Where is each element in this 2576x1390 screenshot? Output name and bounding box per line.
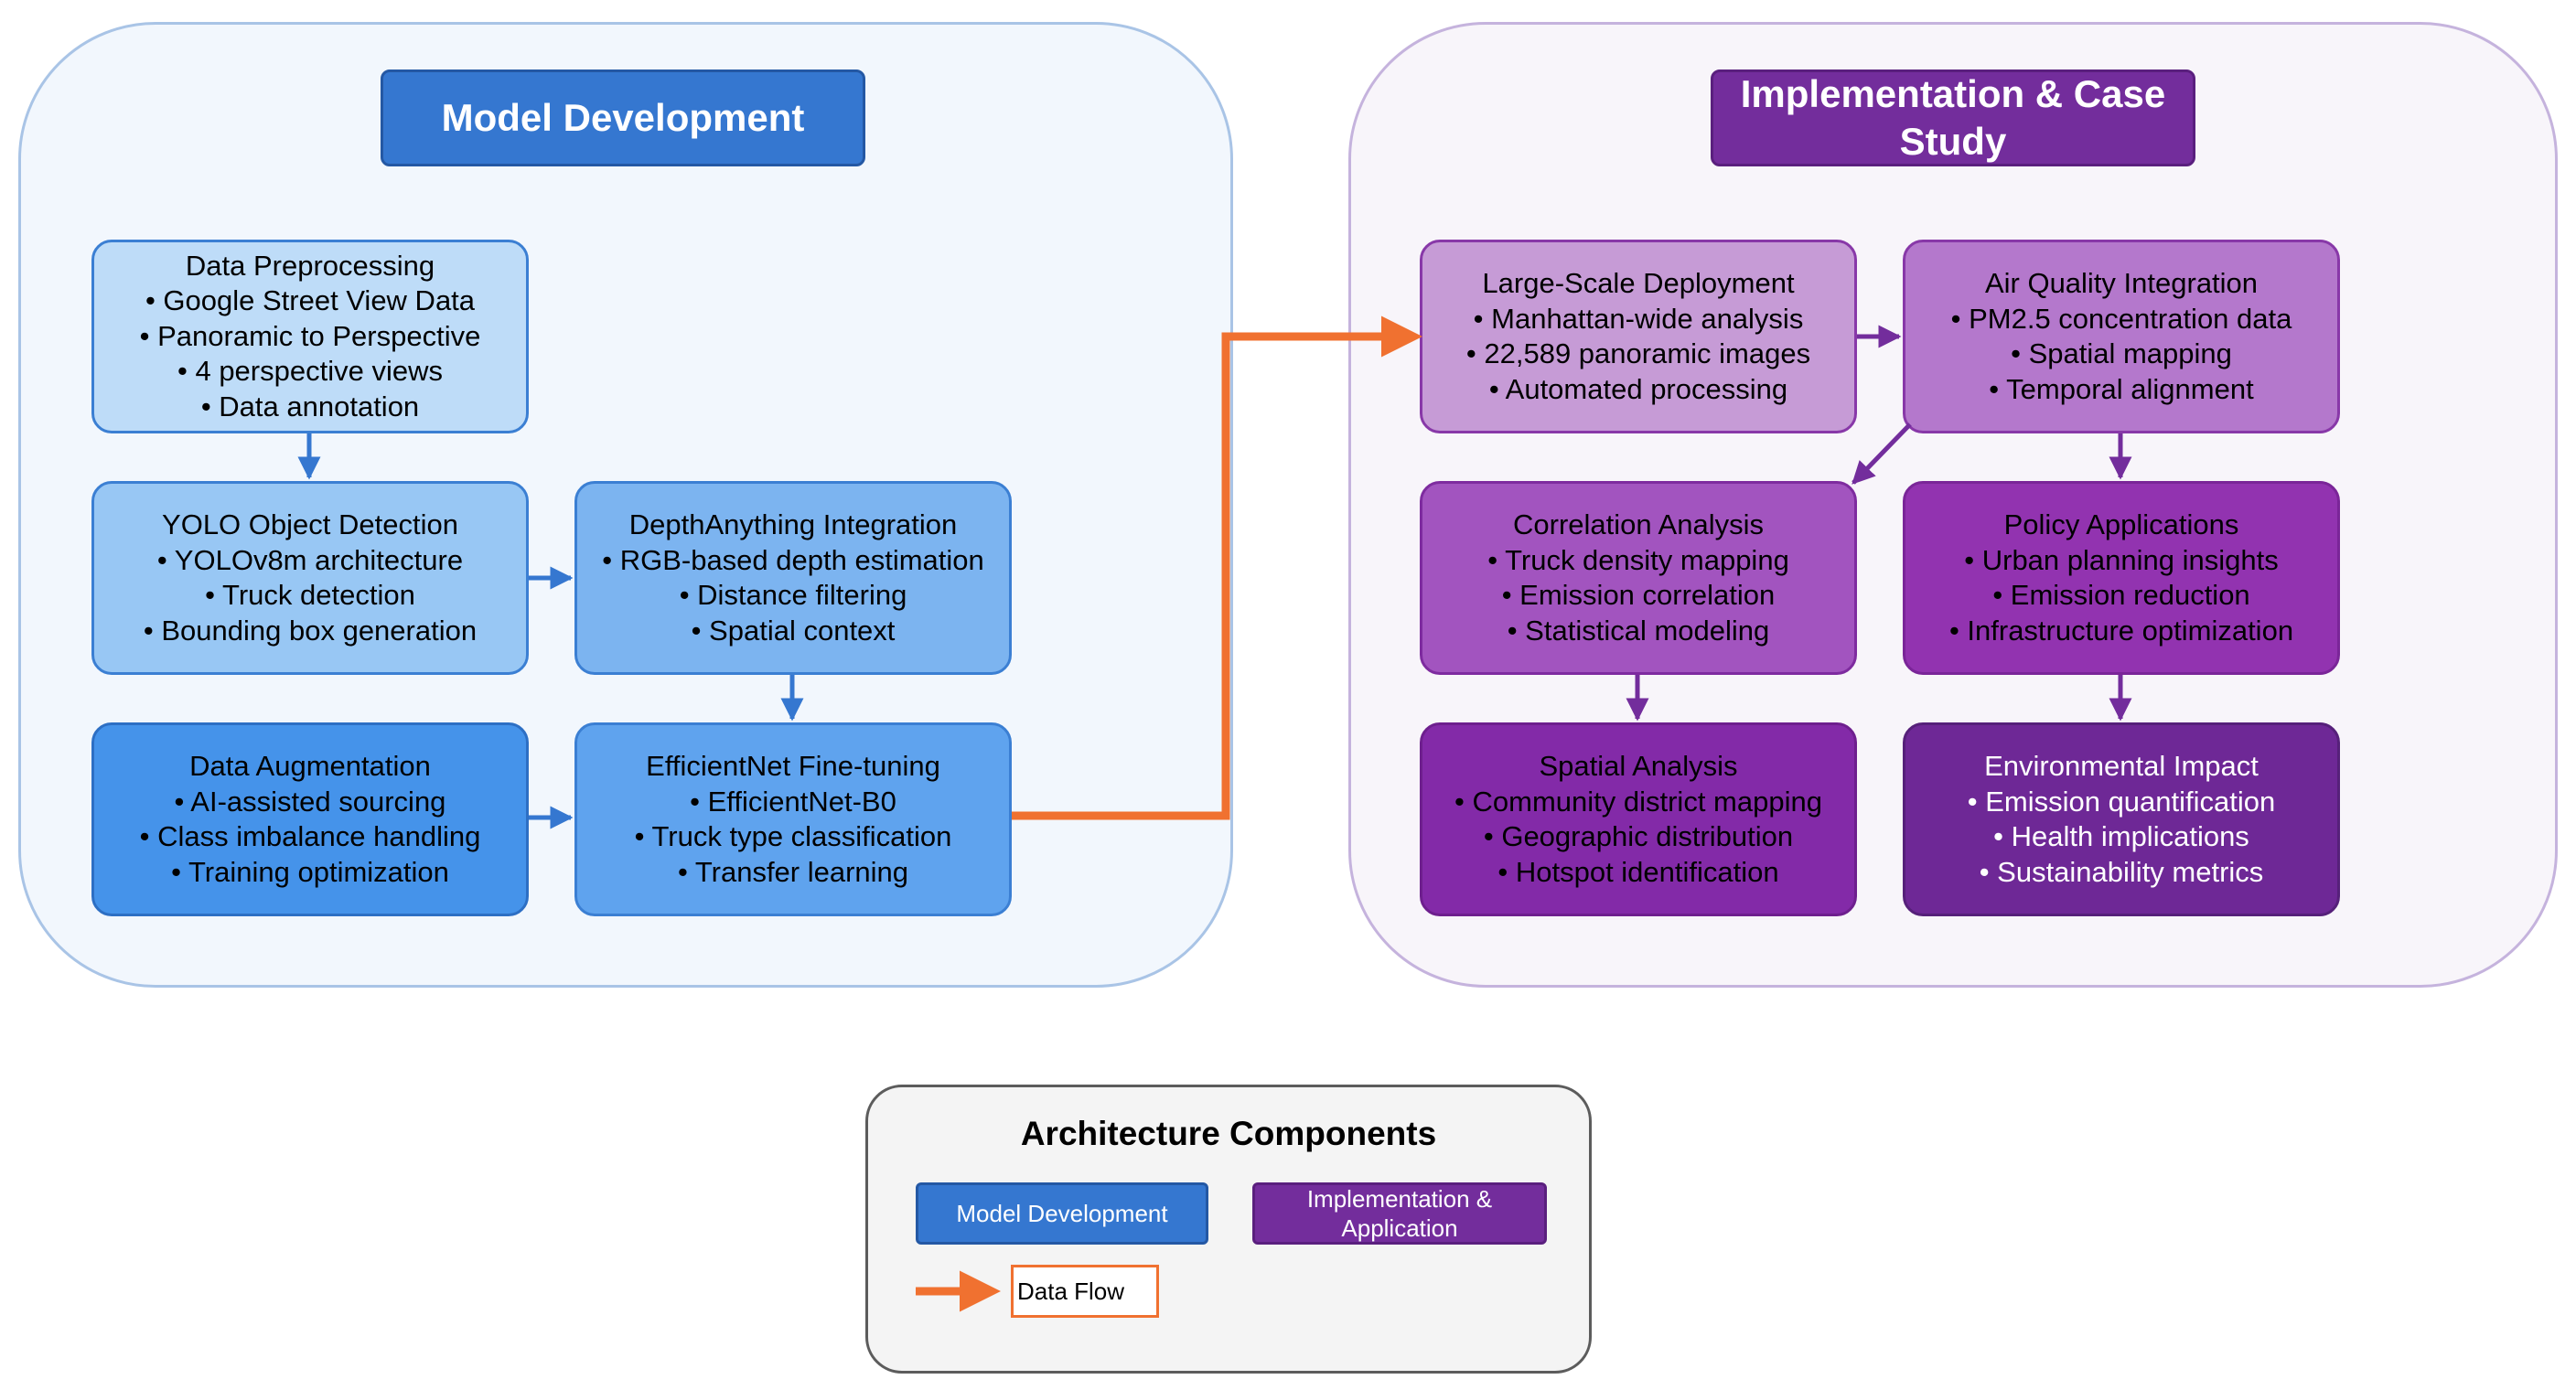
box-item: • Sustainability metrics: [1979, 855, 2264, 888]
box-item: • EfficientNet-B0: [690, 785, 896, 818]
legend-implementation-label: Implementation & Application: [1306, 1185, 1493, 1242]
environmental-impact-box: Environmental Impact • Emission quantifi…: [1903, 722, 2340, 916]
box-item: • Automated processing: [1488, 372, 1788, 405]
efficientnet-box: EfficientNet Fine-tuning • EfficientNet-…: [574, 722, 1012, 916]
box-item: • Temporal alignment: [1989, 372, 2254, 405]
box-item: • Hotspot identification: [1497, 855, 1779, 888]
box-item: • Distance filtering: [679, 579, 907, 611]
model-development-header: Model Development: [381, 70, 865, 166]
box-item: • Truck density mapping: [1487, 543, 1789, 576]
data-flow-arrow: [1012, 315, 1422, 820]
legend-implementation-swatch: Implementation & Application: [1252, 1182, 1547, 1245]
box-item: • Infrastructure optimization: [1948, 614, 2294, 647]
box-item: • Data annotation: [200, 390, 420, 422]
box-title: Large-Scale Deployment: [1482, 267, 1795, 299]
legend-data-flow-arrow: [916, 1270, 1001, 1312]
legend: Architecture Components Model Developmen…: [865, 1085, 1592, 1374]
box-item: • Emission quantification: [1967, 785, 2276, 818]
spatial-analysis-box: Spatial Analysis • Community district ma…: [1420, 722, 1857, 916]
box-item: • Transfer learning: [677, 855, 909, 888]
box-item: • Geographic distribution: [1483, 820, 1794, 852]
box-item: • Emission correlation: [1501, 579, 1776, 611]
correlation-analysis-box: Correlation Analysis • Truck density map…: [1420, 481, 1857, 675]
box-title: Data Augmentation: [189, 750, 431, 782]
box-title: YOLO Object Detection: [162, 508, 458, 540]
box-title: Correlation Analysis: [1513, 508, 1764, 540]
box-item: • Spatial mapping: [2011, 337, 2232, 369]
box-item: • Truck type classification: [634, 820, 952, 852]
box-item: • Training optimization: [171, 855, 449, 888]
legend-model-development-label: Model Development: [956, 1200, 1168, 1227]
air-quality-integration-box: Air Quality Integration • PM2.5 concentr…: [1903, 240, 2340, 433]
box-item: • Class imbalance handling: [139, 820, 481, 852]
box-item: • Urban planning insights: [1964, 543, 2279, 576]
box-title: DepthAnything Integration: [628, 508, 958, 540]
box-item: • RGB-based depth estimation: [602, 543, 984, 576]
box-title: Environmental Impact: [1984, 750, 2259, 782]
box-item: • Spatial context: [691, 614, 896, 647]
implementation-title: Implementation & Case Study: [1740, 72, 2166, 163]
legend-data-flow-label: Data Flow: [1017, 1277, 1125, 1305]
box-item: • Panoramic to Perspective: [139, 319, 481, 352]
box-item: • 4 perspective views: [177, 355, 443, 388]
large-scale-deployment-box: Large-Scale Deployment • Manhattan-wide …: [1420, 240, 1857, 433]
box-item: • AI-assisted sourcing: [174, 785, 446, 818]
box-item: • Emission reduction: [1992, 579, 2250, 611]
depth-anything-box: DepthAnything Integration • RGB-based de…: [574, 481, 1012, 675]
policy-applications-box: Policy Applications • Urban planning ins…: [1903, 481, 2340, 675]
box-item: • Google Street View Data: [145, 284, 476, 317]
box-item: • PM2.5 concentration data: [1950, 302, 2292, 335]
data-augmentation-box: Data Augmentation • AI-assisted sourcing…: [91, 722, 529, 916]
box-item: • Statistical modeling: [1507, 614, 1770, 647]
box-item: • Manhattan-wide analysis: [1473, 302, 1804, 335]
box-item: • Health implications: [1993, 820, 2249, 852]
box-item: • Bounding box generation: [143, 614, 478, 647]
box-title: Data Preprocessing: [185, 249, 435, 282]
box-title: Policy Applications: [2003, 508, 2239, 540]
box-item: • Truck detection: [205, 579, 415, 611]
box-title: EfficientNet Fine-tuning: [646, 750, 940, 782]
box-item: • 22,589 panoramic images: [1465, 337, 1811, 369]
box-title: Spatial Analysis: [1539, 750, 1738, 782]
legend-model-development-swatch: Model Development: [916, 1182, 1208, 1245]
arrow-air-quality-to-correlation: [1852, 422, 1912, 485]
box-item: • YOLOv8m architecture: [156, 543, 464, 576]
yolo-detection-box: YOLO Object Detection • YOLOv8m architec…: [91, 481, 529, 675]
model-development-title: Model Development: [441, 96, 805, 139]
data-preprocessing-box: Data Preprocessing • Google Street View …: [91, 240, 529, 433]
box-title: Air Quality Integration: [1984, 267, 2259, 299]
implementation-header: Implementation & Case Study: [1711, 70, 2195, 166]
legend-data-flow-box: Data Flow: [1011, 1265, 1159, 1318]
box-item: • Community district mapping: [1454, 785, 1822, 818]
legend-title: Architecture Components: [1020, 1115, 1437, 1152]
